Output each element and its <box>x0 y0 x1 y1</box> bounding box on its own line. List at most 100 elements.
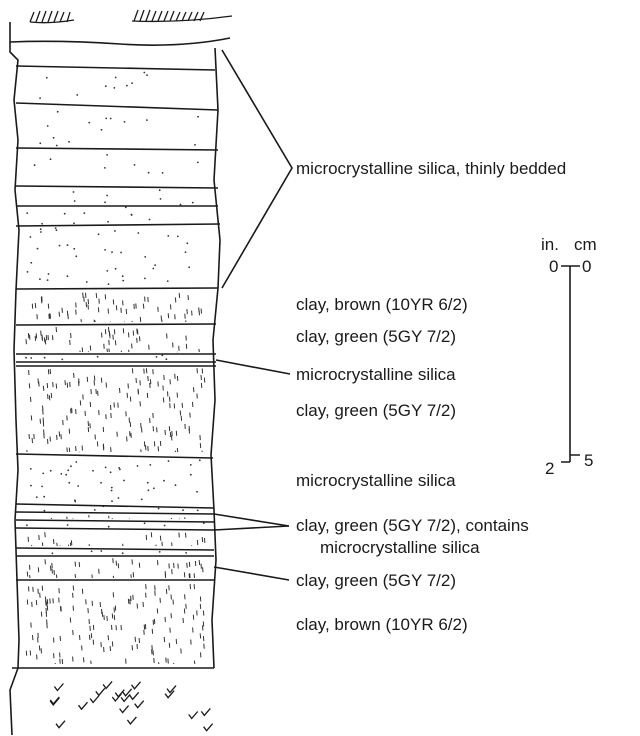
texture-dot <box>65 474 67 476</box>
texture-dot <box>67 469 69 471</box>
texture-dot <box>131 214 133 216</box>
texture-dot <box>111 251 113 253</box>
texture-dot <box>196 491 198 493</box>
texture-dot <box>39 142 41 144</box>
texture-dot <box>156 356 158 358</box>
texture-dot <box>197 162 199 164</box>
texture-dot <box>160 198 162 200</box>
label-clay-green-2: clay, green (5GY 7/2) <box>296 401 456 420</box>
texture-dot <box>91 550 93 552</box>
texture-dot <box>75 461 77 463</box>
texture-dot <box>111 487 113 489</box>
texture-dot <box>30 236 32 238</box>
texture-dot <box>149 219 151 221</box>
texture-dot <box>105 118 107 120</box>
texture-dot <box>68 141 70 143</box>
texture-dot <box>36 496 38 498</box>
texture-dot <box>107 221 109 223</box>
texture-dot <box>110 471 112 473</box>
texture-dot <box>56 229 58 231</box>
texture-dot <box>100 550 102 552</box>
texture-dot <box>105 467 107 469</box>
texture-dot <box>101 129 103 131</box>
basement-mark <box>201 708 210 715</box>
texture-dot <box>182 509 184 511</box>
texture-dot <box>185 552 187 554</box>
texture-dot <box>134 164 136 166</box>
basement-mark <box>135 701 144 708</box>
basement-mark <box>54 684 63 691</box>
texture-dot <box>68 482 70 484</box>
texture-dot <box>108 526 110 528</box>
texture-dot <box>83 212 85 214</box>
texture-dot <box>27 271 29 273</box>
texture-dot <box>60 473 62 475</box>
basement-mark <box>204 724 213 731</box>
texture-dot <box>55 227 57 229</box>
texture-dot <box>30 262 32 264</box>
texture-dot <box>39 278 41 280</box>
texture-dot <box>131 82 133 84</box>
texture-dot <box>148 172 150 174</box>
label-silica-1: microcrystalline silica <box>296 365 456 384</box>
scale-bar: in. cm 0 0 2 5 <box>541 235 597 478</box>
texture-dot <box>75 255 77 257</box>
texture-dot <box>30 485 32 487</box>
label-clay-green-contains-cont: microcrystalline silica <box>320 538 480 557</box>
texture-dot <box>104 167 106 169</box>
texture-dot <box>158 508 160 510</box>
texture-dot <box>111 490 113 492</box>
texture-dot <box>37 248 39 250</box>
texture-dot <box>147 482 149 484</box>
scale-cm-bottom: 5 <box>584 451 593 470</box>
label-silica-thinly-bedded: microcrystalline silica, thinly bedded <box>296 159 566 178</box>
texture-dot <box>141 499 143 501</box>
texture-dot <box>108 283 110 285</box>
texture-dot <box>168 460 170 462</box>
texture-dot <box>122 275 124 277</box>
texture-dot <box>67 275 69 277</box>
texture-dot <box>192 202 194 204</box>
texture-dot <box>67 524 69 526</box>
basement-mark <box>120 706 129 713</box>
texture-dot <box>190 464 192 466</box>
texture-dot <box>144 278 146 280</box>
texture-dot <box>40 231 42 233</box>
basement-mark <box>167 686 176 693</box>
texture-dot <box>144 522 146 524</box>
texture-dot <box>153 487 155 489</box>
column-left-edge <box>10 22 19 735</box>
texture-dot <box>167 235 169 237</box>
texture-dot <box>26 524 28 526</box>
texture-dot <box>53 137 55 139</box>
texture-dot <box>164 525 166 527</box>
texture-dot <box>25 357 27 359</box>
texture-dot <box>113 87 115 89</box>
texture-dot <box>98 233 100 235</box>
texture-dot <box>159 551 161 553</box>
texture-dot <box>190 474 192 476</box>
texture-dot <box>197 510 199 512</box>
texture-dot <box>143 72 145 74</box>
texture-dot <box>52 552 54 554</box>
texture-dot <box>50 470 52 472</box>
texture-dot <box>124 121 126 123</box>
texture-dot <box>122 552 124 554</box>
texture-dot <box>56 145 58 147</box>
basement-mark <box>189 712 198 719</box>
label-clay-brown-bottom: clay, brown (10YR 6/2) <box>296 615 468 634</box>
texture-dot <box>47 279 49 281</box>
texture-dot <box>30 357 32 359</box>
texture-dot <box>57 111 59 113</box>
texture-dot <box>61 359 63 361</box>
label-clay-green-1: clay, green (5GY 7/2) <box>296 327 456 346</box>
texture-dot <box>39 97 41 99</box>
scale-cm-top: 0 <box>582 257 591 276</box>
texture-dot <box>73 191 75 193</box>
texture-dot <box>162 172 164 174</box>
texture-dot <box>152 268 154 270</box>
basement-mark <box>96 688 105 695</box>
soil-top-line <box>10 38 230 45</box>
texture-dot <box>44 510 46 512</box>
texture-dot <box>42 473 44 475</box>
